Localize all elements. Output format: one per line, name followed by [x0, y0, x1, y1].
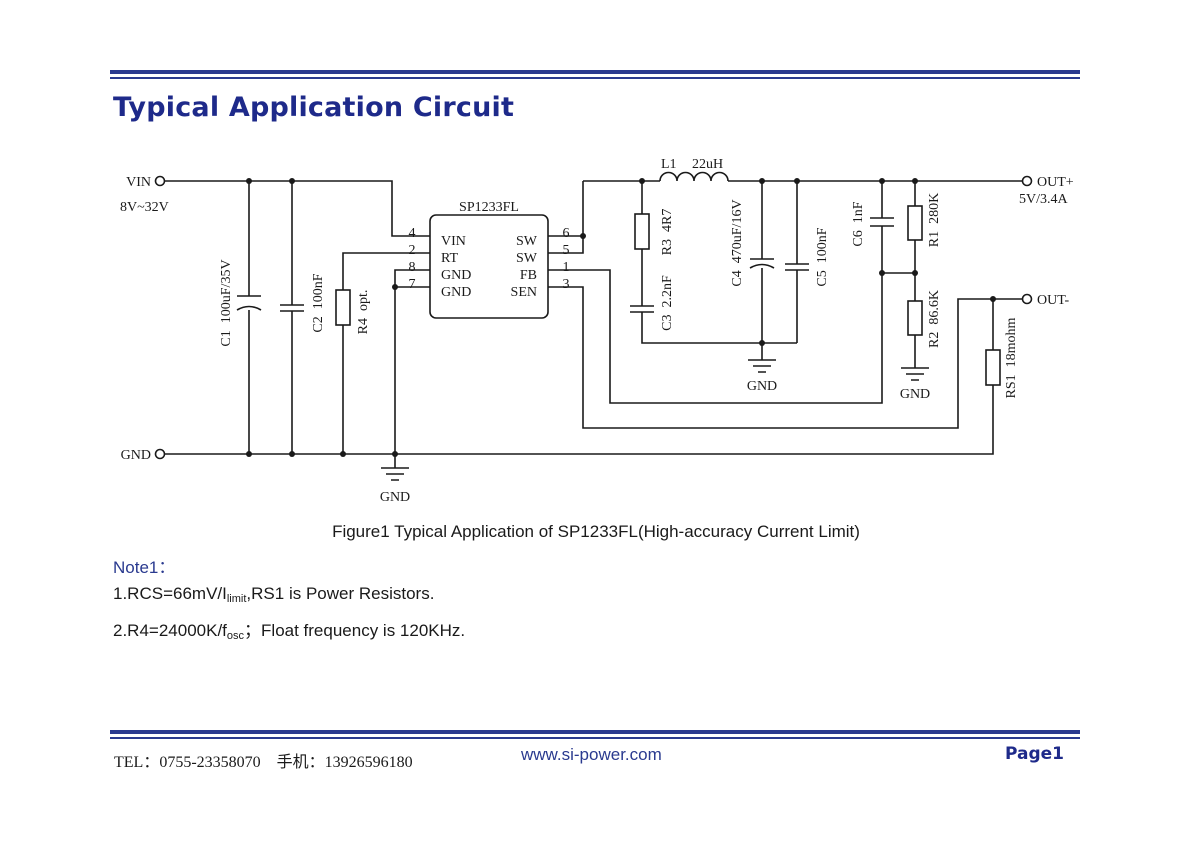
note-1-subscript: limit: [226, 593, 247, 605]
pin-number: 5: [563, 243, 570, 258]
note-2-text-end: ；Float frequency is 120KHz.: [244, 621, 466, 640]
note-1-text: 1.RCS=66mV/I: [113, 584, 227, 603]
footer-rule-thick: [110, 730, 1080, 734]
capacitor-c4: [749, 258, 775, 269]
junction-dots: [246, 178, 996, 457]
pin-number: 3: [563, 277, 570, 292]
vin-terminal: [154, 175, 166, 187]
pin-name: VIN: [441, 234, 466, 249]
pin-name: SW: [516, 234, 538, 249]
inductor-value-label: 22uH: [692, 157, 723, 172]
note-2-text: 2.R4=24000K/f: [113, 621, 227, 640]
footer-website-link[interactable]: www.si-power.com: [521, 745, 662, 764]
capacitor-c3: [630, 305, 654, 313]
pin-name: SW: [516, 251, 538, 266]
ground-symbol-output: [748, 359, 776, 373]
ic-sp1233fl: [429, 214, 549, 319]
pin-number: 2: [409, 243, 416, 258]
pin-name: FB: [520, 268, 537, 283]
out-rating-label: 5V/3.4A: [1019, 192, 1069, 207]
r1-label: R1 280K: [927, 193, 942, 247]
pin-number: 6: [563, 226, 570, 241]
application-circuit-diagram: SP1233FL 4 2 8 7 VIN RT GND GND 6 5 1 3 …: [120, 157, 1074, 505]
vin-label: VIN: [126, 175, 151, 190]
out-minus-label: OUT-: [1037, 293, 1069, 308]
note-title: Note1：: [113, 558, 176, 577]
resistor-rs1: [985, 349, 1001, 386]
figure-caption: Figure1 Typical Application of SP1233FL(…: [332, 522, 860, 541]
capacitor-c5: [785, 263, 809, 271]
rs1-label: RS1 18mohm: [1004, 317, 1019, 398]
c3-label: C3 2.2nF: [660, 275, 675, 331]
resistor-r1: [907, 205, 923, 241]
header-rule-thin: [110, 77, 1080, 79]
gnd-label-output: GND: [747, 379, 777, 394]
note-2-subscript: osc: [226, 630, 245, 642]
ground-symbol-divider: [901, 367, 929, 381]
inductor-label: L1: [661, 157, 677, 172]
r2-label: R2 86.6K: [927, 290, 942, 348]
resistor-r3: [634, 213, 650, 250]
pin-name: SEN: [511, 285, 537, 300]
resistor-r2: [907, 300, 923, 336]
footer-contact: TEL：0755-23358070 手机：13926596180: [114, 754, 413, 771]
circuit-wires: [165, 180, 1022, 468]
ground-symbol-ic: [381, 467, 409, 481]
c1-label: C1 100uF/35V: [219, 259, 234, 346]
note-line-1: 1.RCS=66mV/Ilimit,RS1 is Power Resistors…: [113, 584, 434, 605]
vin-range-label: 8V~32V: [120, 200, 169, 215]
page-number: Page1: [1005, 744, 1065, 764]
out-plus-label: OUT+: [1037, 175, 1074, 190]
pin-name: RT: [441, 251, 458, 266]
c4-label: C4 470uF/16V: [730, 199, 745, 286]
gnd-terminal: [154, 448, 166, 460]
c2-label: C2 100nF: [311, 273, 326, 332]
capacitor-c1: [236, 295, 262, 311]
out-minus-terminal: [1021, 293, 1033, 305]
c5-label: C5 100nF: [815, 227, 830, 286]
gnd-label-divider: GND: [900, 387, 930, 402]
pin-number: 7: [409, 277, 416, 292]
pin-number: 8: [409, 260, 416, 275]
note-1-text-end: ,RS1 is Power Resistors.: [246, 584, 435, 603]
pin-number: 4: [409, 226, 416, 241]
footer-rule-thin: [110, 737, 1080, 739]
c6-label: C6 1nF: [851, 201, 866, 246]
resistor-r4: [335, 289, 351, 326]
capacitor-c6: [870, 217, 894, 227]
note-line-2: 2.R4=24000K/fosc；Float frequency is 120K…: [113, 616, 465, 642]
r3-label: R3 4R7: [660, 209, 675, 256]
header-rule-thick: [110, 70, 1080, 74]
pin-name: GND: [441, 285, 471, 300]
r4-label: R4 opt.: [356, 290, 371, 335]
section-heading: Typical Application Circuit: [113, 92, 515, 123]
out-plus-terminal: [1021, 175, 1033, 187]
pin-name: GND: [441, 268, 471, 283]
gnd-label-ic: GND: [380, 490, 410, 505]
gnd-terminal-label: GND: [121, 448, 151, 463]
pin-number: 1: [563, 260, 570, 275]
inductor-l1: [659, 171, 729, 182]
capacitor-c2: [280, 304, 304, 312]
ic-name-label: SP1233FL: [459, 200, 519, 215]
